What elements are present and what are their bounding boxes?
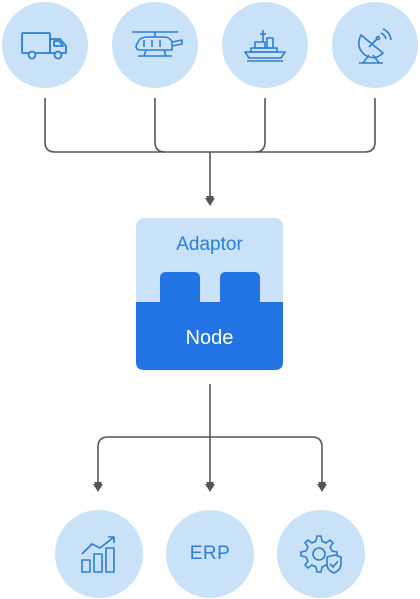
gear-shield-icon <box>299 533 343 575</box>
node-label: Node <box>185 327 234 349</box>
source-ship <box>222 2 308 88</box>
source-helicopter <box>112 2 198 88</box>
bar-chart-growth-icon <box>78 534 120 574</box>
arrow-to-adaptor <box>205 198 215 206</box>
arrow-to-analytics <box>93 484 103 492</box>
node-block <box>136 272 283 370</box>
arrow-to-erp <box>205 484 215 492</box>
ship-icon <box>241 28 289 62</box>
source-truck <box>2 2 88 88</box>
truck-icon <box>20 29 70 61</box>
output-analytics <box>55 510 143 598</box>
output-settings-security <box>277 510 365 598</box>
helicopter-icon <box>126 28 184 62</box>
adaptor-label: Adaptor <box>176 234 243 255</box>
satellite-dish-icon <box>353 25 397 65</box>
source-satellite <box>332 2 418 88</box>
output-erp: ERP <box>166 510 254 598</box>
adaptor-box: Adaptor Node <box>136 218 283 370</box>
arrow-to-settings <box>317 484 327 492</box>
erp-label: ERP <box>189 543 231 564</box>
